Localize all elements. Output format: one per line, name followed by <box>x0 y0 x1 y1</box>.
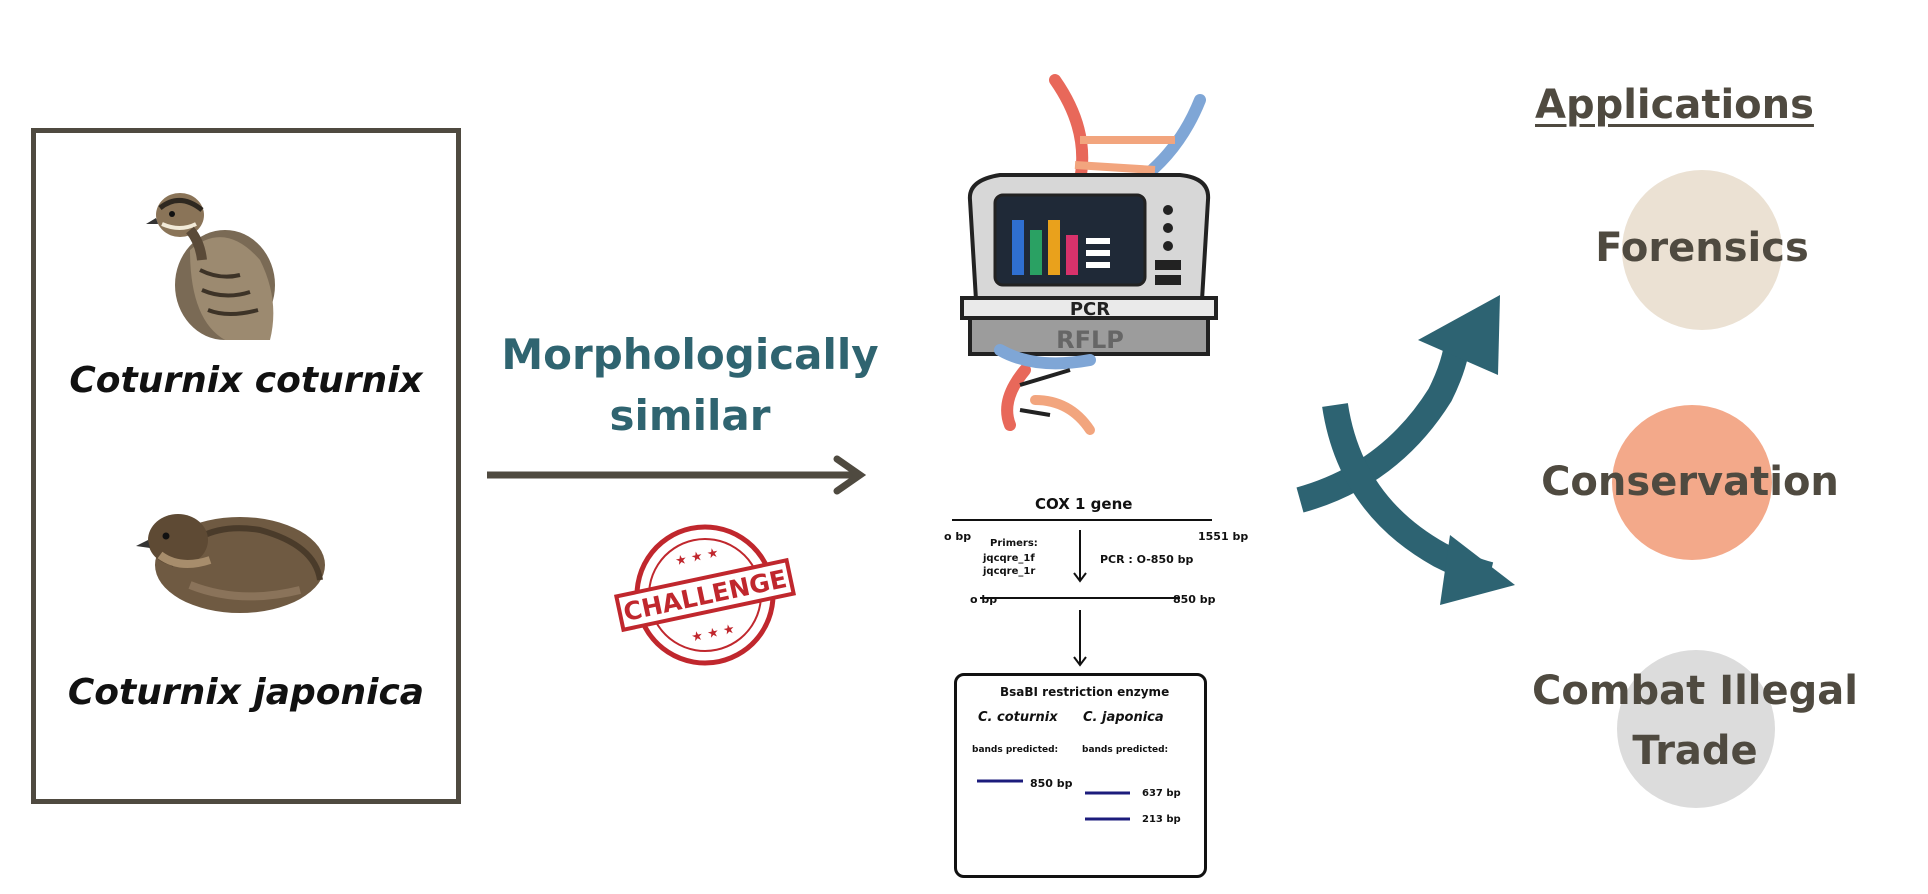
band-lines <box>977 779 1130 821</box>
col2-predicted: bands predicted: <box>1082 745 1169 755</box>
combat-trade-label-line1: Combat Illegal <box>1532 668 1858 714</box>
combat-trade-circle <box>1617 650 1775 808</box>
right-arrow-icon <box>487 455 867 495</box>
col2-species: C. japonica <box>1083 710 1164 725</box>
amplicon-start-bp: o bp <box>970 593 998 606</box>
primers-label: Primers: <box>990 538 1038 549</box>
svg-text:★ ★ ★: ★ ★ ★ <box>674 545 720 569</box>
amplicon-end-bp: 850 bp <box>1173 593 1216 606</box>
pcr-range: PCR : O-850 bp <box>1100 553 1194 566</box>
species-panel <box>31 128 461 804</box>
col1-predicted: bands predicted: <box>972 745 1059 755</box>
species-name-2: Coturnix japonica <box>67 672 425 713</box>
enzyme-title: BsaBI restriction enzyme <box>1000 685 1170 699</box>
primer-reverse: jqcqre_1r <box>983 566 1036 577</box>
morphologically-text: Morphologically <box>501 330 879 379</box>
col1-species: C. coturnix <box>978 710 1058 725</box>
forensics-label: Forensics <box>1595 225 1809 271</box>
stamp-label: CHALLENGE <box>621 564 789 627</box>
band-637: 637 bp <box>1142 788 1181 799</box>
svg-text:★ ★ ★: ★ ★ ★ <box>690 622 736 646</box>
restriction-result-box <box>954 673 1207 878</box>
band-213: 213 bp <box>1142 814 1181 825</box>
species-name-1: Coturnix coturnix <box>69 360 423 401</box>
similar-text: similar <box>609 391 771 440</box>
gene-title: COX 1 gene <box>1035 495 1133 513</box>
conservation-circle <box>1612 405 1772 560</box>
pcr-machine-illustration: PCR RFLP <box>960 74 1218 435</box>
rflp-label: RFLP <box>1056 326 1124 354</box>
primer-forward: jqcqre_1f <box>983 553 1035 564</box>
pcr-label: PCR <box>1070 299 1110 320</box>
gene-start-bp: o bp <box>944 530 972 543</box>
challenge-stamp-icon: CHALLENGE ★ ★ ★ ★ ★ ★ <box>613 524 797 666</box>
conservation-label: Conservation <box>1541 459 1839 505</box>
band-850: 850 bp <box>1030 777 1073 790</box>
curved-arrows-icon <box>1296 295 1515 605</box>
common-quail-image <box>146 193 275 340</box>
forensics-circle <box>1622 170 1782 330</box>
applications-title: Applications <box>1535 82 1814 128</box>
japanese-quail-image <box>136 514 325 613</box>
combat-trade-label-line2: Trade <box>1632 728 1758 774</box>
gene-end-bp: 1551 bp <box>1198 530 1249 543</box>
gene-flow-lines <box>952 519 1212 667</box>
